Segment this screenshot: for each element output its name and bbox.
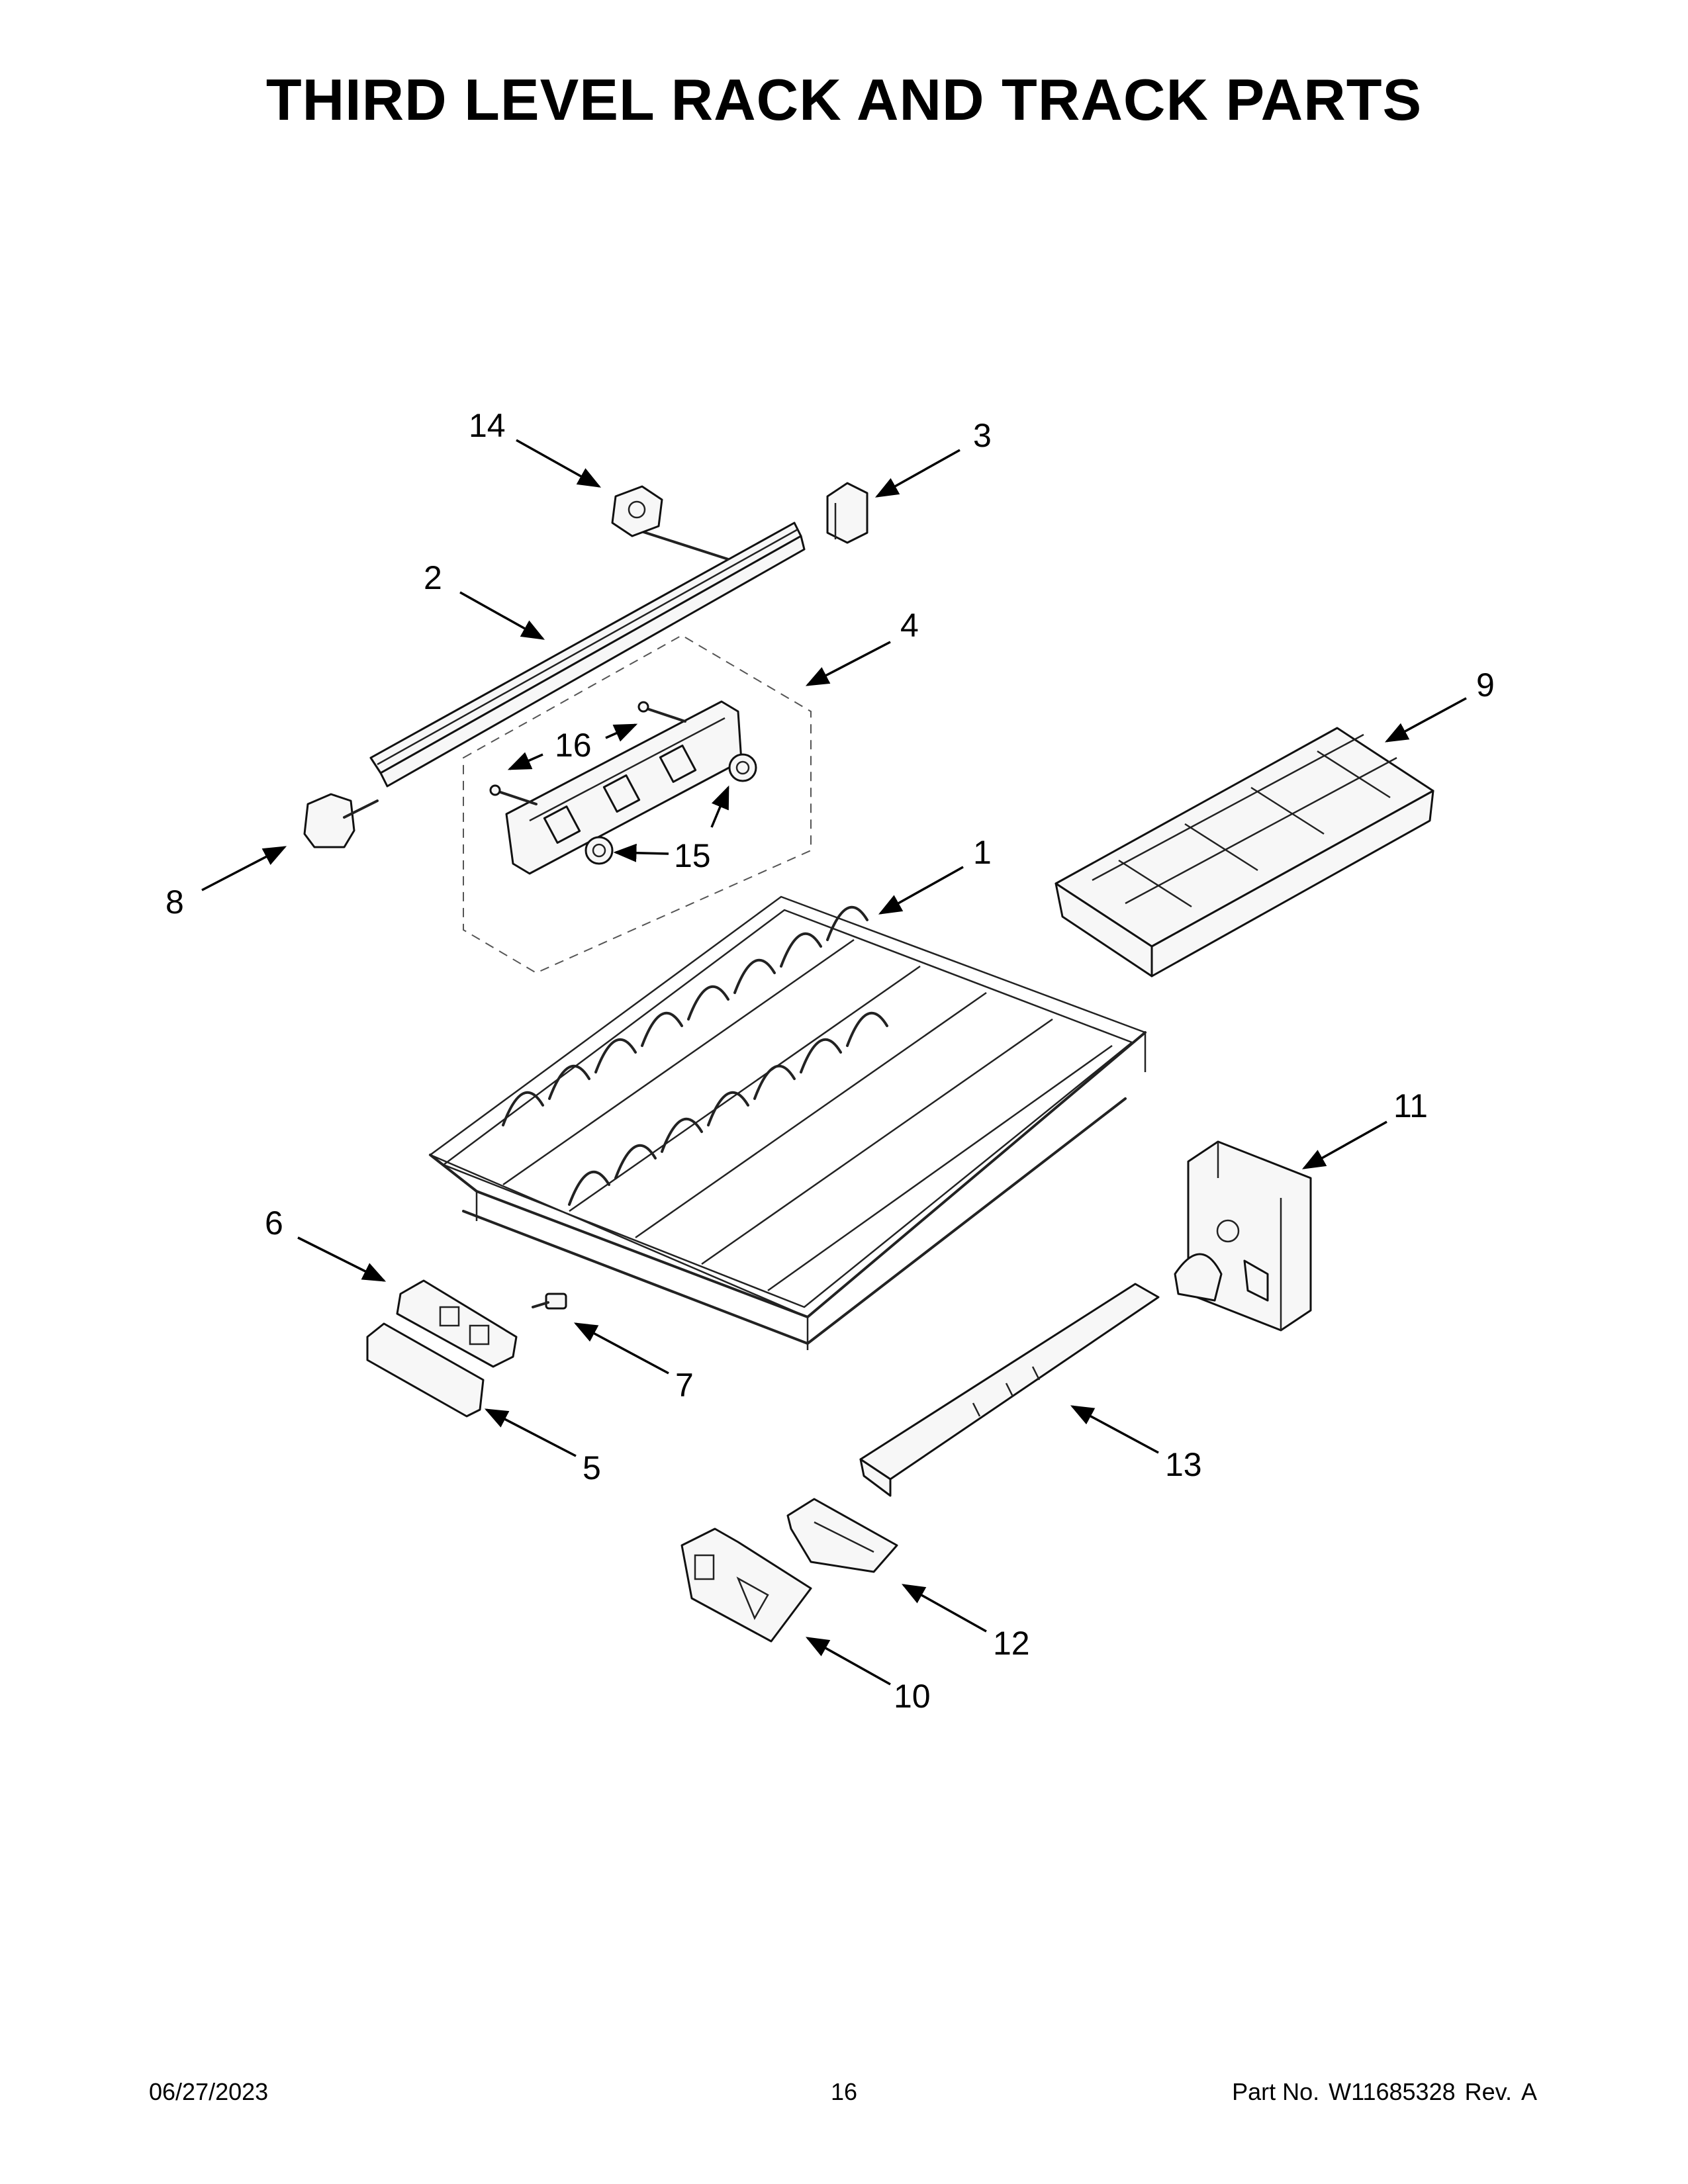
track-end-cap-part — [826, 482, 868, 544]
track-rail-part — [369, 522, 806, 788]
lower-bracket-part — [680, 1527, 812, 1643]
arrow-11 — [1301, 1120, 1387, 1169]
spray-tube-part — [859, 1283, 1160, 1497]
part-no-label: Part No. — [1232, 2078, 1320, 2105]
callout-14: 14 — [469, 407, 506, 444]
arrow-5 — [484, 1408, 577, 1457]
callout-12: 12 — [993, 1625, 1030, 1662]
arrow-4 — [805, 641, 891, 686]
spray-manifold-housing-part — [1174, 1140, 1312, 1332]
callout-13: 13 — [1165, 1446, 1202, 1483]
arrow-1 — [878, 866, 964, 915]
callout-6: 6 — [265, 1205, 283, 1242]
arrow-15b — [710, 785, 729, 828]
callout-5: 5 — [583, 1449, 601, 1486]
third-level-wire-rack-part — [428, 895, 1147, 1350]
callout-9: 9 — [1476, 666, 1495, 704]
callout-4: 4 — [900, 607, 919, 644]
callout-10: 10 — [894, 1678, 931, 1715]
rack-adjuster-assembly — [463, 634, 812, 974]
callout-3: 3 — [973, 417, 992, 454]
rack-handle-cover-part — [366, 1322, 485, 1418]
arrow-12 — [901, 1584, 987, 1633]
footer-part-number: Part No. W11685328 Rev. A — [1223, 2078, 1537, 2106]
callout-labels: 14 3 2 4 9 16 15 1 8 11 6 7 5 13 12 10 — [165, 407, 1495, 1715]
page-title: THIRD LEVEL RACK AND TRACK PARTS — [265, 67, 1423, 132]
rev-value: A — [1521, 2078, 1537, 2105]
callout-1: 1 — [973, 834, 992, 871]
cutlery-tray-part — [1055, 727, 1434, 978]
wheel-part — [585, 836, 614, 865]
callout-7: 7 — [675, 1367, 694, 1404]
arrow-16 — [605, 723, 638, 742]
part-no-value: W11685328 — [1329, 2078, 1456, 2105]
callout-8: 8 — [165, 884, 184, 921]
callout-15: 15 — [674, 837, 711, 874]
arrow-3 — [874, 449, 961, 498]
arrow-13 — [1070, 1405, 1159, 1454]
rev-label: Rev. — [1464, 2078, 1512, 2105]
rack-handle-bracket-part — [396, 1279, 518, 1368]
rail-end-cap-part — [303, 793, 379, 848]
upper-bracket-part — [786, 1498, 898, 1573]
callout-arrows — [201, 439, 1467, 1686]
footer-date: 06/27/2023 — [149, 2078, 269, 2105]
handle-screw-part — [532, 1293, 567, 1310]
arrow-2 — [459, 591, 545, 640]
arrow-10 — [805, 1637, 891, 1686]
callout-11: 11 — [1393, 1087, 1428, 1124]
track-stop-clip-part — [611, 485, 663, 537]
arrow-7 — [573, 1322, 669, 1375]
footer-page-number: 16 — [830, 2078, 858, 2105]
arrow-9 — [1384, 697, 1467, 743]
arrow-6 — [297, 1236, 387, 1282]
callout-2: 2 — [424, 559, 442, 596]
arrow-14 — [516, 439, 602, 488]
arrow-8 — [201, 846, 287, 891]
arrow-15 — [613, 843, 669, 862]
arrow-16b — [507, 752, 543, 770]
callout-16: 16 — [555, 727, 592, 764]
